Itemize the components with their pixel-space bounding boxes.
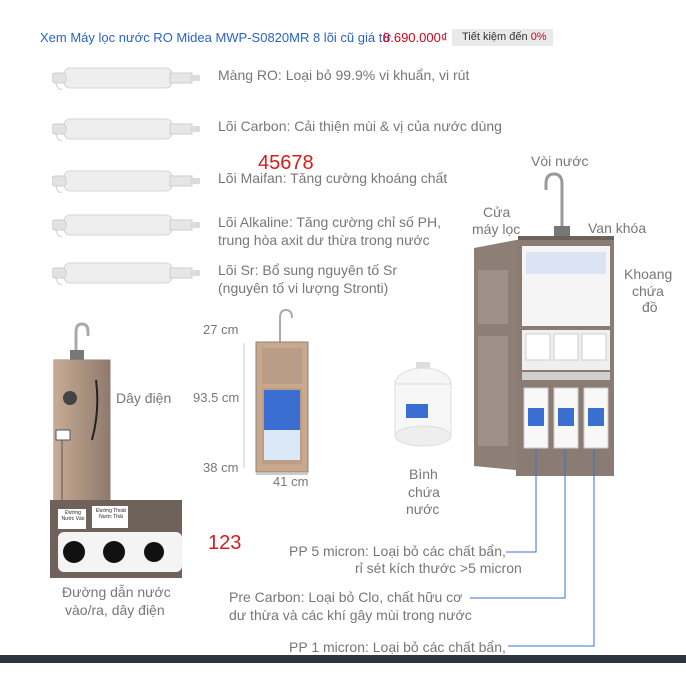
filter-desc-5-line2: (nguyên tố vi lượng Stronti) [218,280,389,296]
door-label-1: Cửa [483,204,511,220]
dimension-top: 27 cm [203,322,239,337]
door-label-2: máy lọc [472,221,521,237]
storage-label-2: chứa [632,283,664,299]
storage-label-1: Khoang [624,266,673,282]
valve-label: Van khóa [588,220,647,236]
saving-label: Tiết kiệm đến [462,31,528,43]
product-price[interactable]: 8.690.000₫ [383,30,448,45]
dimension-width: 41 cm [273,474,309,489]
filter-cartridge-5 [52,260,202,285]
faucet-label: Vòi nước [531,153,589,169]
storage-label-3: đồ [642,299,658,315]
prefilter-pp5-line2: rỉ sét kích thước >5 micron [355,560,522,576]
filter-cartridge-4 [52,212,202,237]
overlay-number-b: 123 [208,532,242,554]
tank-label-3: nước [406,501,440,517]
power-cord-label: Dây điện [116,390,172,406]
filter-desc-1: Màng RO: Loại bỏ 99.9% vi khuẩn, vi rút [218,67,470,83]
port-label-in: Đường Nước Vào [61,510,85,522]
filter-desc-3: Lõi Maifan: Tăng cường khoáng chất [218,170,448,186]
machine-open-illustration [474,172,614,476]
filter-desc-4: Lõi Alkaline: Tăng cường chỉ số PH, [218,214,441,230]
tank-label-2: chứa [408,484,440,500]
saving-badge: Tiết kiệm đến 0% [452,29,553,46]
filter-desc-5: Lõi Sr: Bổ sung nguyên tố Sr [218,262,397,278]
port-label-out: Đường Thoát Nước Thải [96,508,126,520]
filter-cartridge-1 [52,65,202,90]
filter-cartridge-2 [52,116,202,141]
machine-dimension-illustration [243,308,309,475]
machine-back-illustration [50,322,182,578]
filter-desc-2: Lõi Carbon: Cải thiện mùi & vị của nước … [218,118,502,134]
overlay-number-a: 45678 [258,152,314,174]
prefilter-pp5-line1: PP 5 micron: Loại bỏ các chất bẩn, [289,543,506,559]
prefilter-pp1-line1: PP 1 micron: Loại bỏ các chất bẩn, [289,639,506,655]
back-caption-line2: vào/ra, dây điện [65,602,165,618]
dimension-bottom: 38 cm [203,460,239,475]
water-tank-illustration [394,362,452,447]
prefilter-carbon-line2: dư thừa và các khí gây mùi trong nước [229,607,472,623]
saving-value: 0% [530,31,547,43]
prefilter-carbon-line1: Pre Carbon: Loại bỏ Clo, chất hữu cơ [229,589,463,605]
footer-bar [0,655,686,663]
dimension-height: 93.5 cm [193,390,240,405]
filter-desc-4-line2: trung hòa axit dư thừa trong nước [218,232,430,248]
back-caption-line1: Đường dẫn nước [62,584,171,600]
product-link[interactable]: Xem Máy lọc nước RO Midea MWP-S0820MR 8 … [40,30,392,45]
tank-label-1: Bình [409,466,438,482]
filter-cartridge-3 [52,168,202,193]
